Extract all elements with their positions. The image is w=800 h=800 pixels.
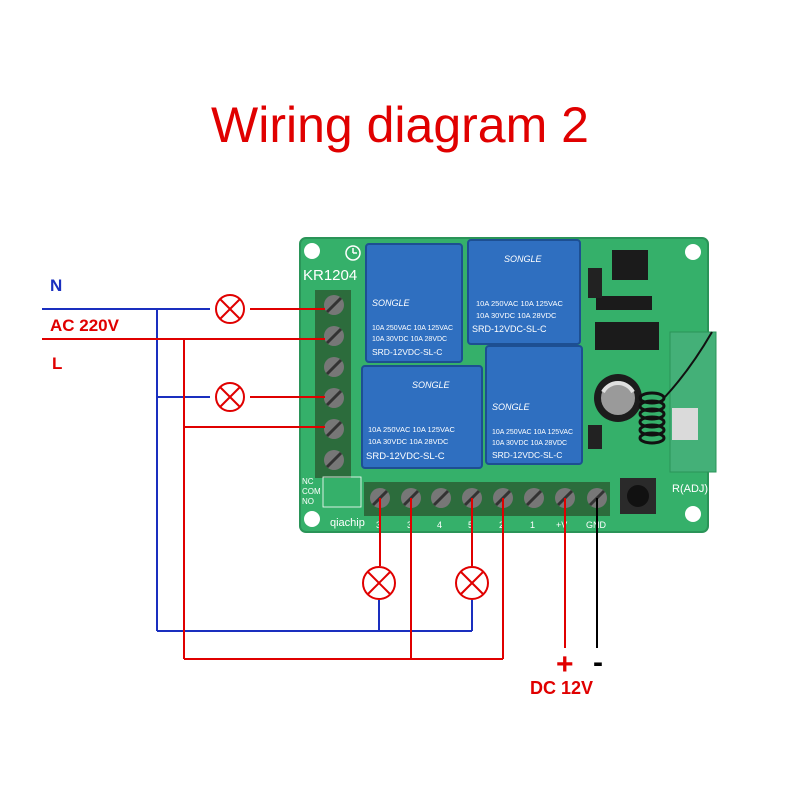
bottom-terminal-block — [364, 482, 610, 516]
diode — [588, 425, 602, 449]
terminal-screw — [324, 419, 344, 439]
diagram-title: Wiring diagram 2 — [211, 97, 589, 153]
relay-rating: 10A 250VAC 10A 125VAC — [372, 325, 453, 332]
terminal-screw — [324, 388, 344, 408]
lamp-icon — [215, 382, 245, 412]
relay-rating: 10A 250VAC 10A 125VAC — [476, 299, 563, 308]
board-brand: qiachip — [330, 517, 365, 529]
relay-rating: 10A 30VDC 10A 28VDC — [368, 437, 449, 446]
lamp-icon — [215, 294, 245, 324]
dc-plus-label: + — [556, 648, 574, 681]
relay-model: SRD-12VDC-SL-C — [372, 347, 442, 357]
contact-table — [322, 476, 362, 508]
terminal-label: 2 — [499, 520, 504, 530]
terminal-label: 1 — [530, 520, 535, 530]
terminal-screw — [431, 488, 451, 508]
relay-board: KR1204 qiachip — [299, 237, 717, 533]
relay-brand: SONGLE — [504, 254, 543, 264]
relay-rating: 10A 30VDC 10A 28VDC — [492, 440, 567, 447]
live-label: L — [52, 354, 63, 373]
lamp-icon — [362, 566, 396, 600]
terminal-label: 5 — [468, 520, 473, 530]
relay-rating: 10A 30VDC 10A 28VDC — [476, 311, 557, 320]
clock-icon — [345, 245, 361, 261]
board-model: KR1204 — [303, 267, 357, 284]
relay-model: SRD-12VDC-SL-C — [492, 450, 562, 460]
terminal-screw — [324, 357, 344, 377]
ic-chip — [595, 322, 659, 350]
dc-voltage-label: DC 12V — [530, 678, 594, 698]
relay-rating: 10A 250VAC 10A 125VAC — [492, 429, 573, 436]
learn-button — [620, 478, 656, 514]
relay-1: SONGLE 10A 250VAC 10A 125VAC 10A 30VDC 1… — [365, 243, 463, 363]
terminal-label: 4 — [437, 520, 442, 530]
relay-4: SONGLE 10A 250VAC 10A 125VAC 10A 30VDC 1… — [485, 345, 583, 465]
relay-rating: 10A 30VDC 10A 28VDC — [372, 336, 447, 343]
terminal-screw — [324, 326, 344, 346]
left-terminal-block — [315, 290, 351, 478]
rf-shield — [672, 408, 698, 440]
terminal-screw — [324, 295, 344, 315]
relay-rating: 10A 250VAC 10A 125VAC — [368, 425, 455, 434]
terminal-label: 3 — [407, 520, 412, 530]
contact-label-no: NO — [302, 497, 314, 506]
relay-model: SRD-12VDC-SL-C — [472, 324, 547, 334]
relay-3: SONGLE 10A 250VAC 10A 125VAC 10A 30VDC 1… — [361, 365, 483, 469]
mount-hole — [304, 511, 320, 527]
ac-voltage-label: AC 220V — [50, 316, 119, 335]
capacitor — [594, 374, 642, 422]
ic-chip — [596, 296, 652, 310]
contact-label-com: COM — [302, 487, 321, 496]
mount-hole — [304, 243, 320, 259]
lamp-icon — [455, 566, 489, 600]
relay-model: SRD-12VDC-SL-C — [366, 451, 445, 462]
smd-component — [588, 268, 602, 298]
live-wiring — [42, 308, 566, 660]
terminal-label: +V — [556, 520, 567, 530]
relay-brand: SONGLE — [492, 402, 531, 412]
dc-minus-label: - — [593, 646, 603, 679]
ic-chip — [612, 250, 648, 280]
mount-hole — [685, 506, 701, 522]
terminal-screw — [524, 488, 544, 508]
relay-2: SONGLE 10A 250VAC 10A 125VAC 10A 30VDC 1… — [467, 239, 581, 345]
rf-module — [669, 331, 717, 473]
neutral-wiring — [42, 308, 473, 632]
antenna-coil — [638, 331, 713, 445]
neutral-label: N — [50, 276, 63, 295]
relay-brand: SONGLE — [412, 380, 451, 390]
button-label: R(ADJ) — [672, 483, 708, 495]
mount-hole — [685, 244, 701, 260]
relay-brand: SONGLE — [372, 298, 411, 308]
terminal-screw — [324, 450, 344, 470]
terminal-label: 3 — [376, 520, 381, 530]
terminal-housing — [315, 290, 351, 478]
contact-label-nc: NC — [302, 477, 314, 486]
